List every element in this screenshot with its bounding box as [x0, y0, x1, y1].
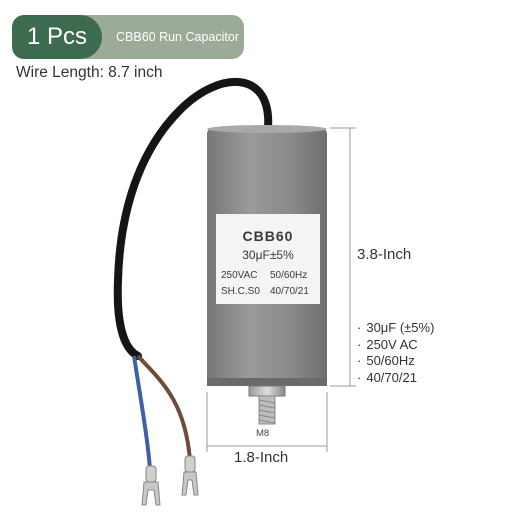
spade-terminal-blue — [141, 465, 161, 506]
width-dimension-label: 1.8-Inch — [234, 449, 289, 466]
black-cable — [113, 77, 273, 360]
spec-item: ·50/60Hz — [357, 353, 415, 368]
height-dimension-label: 3.8-Inch — [357, 246, 412, 263]
height-dimension-line — [330, 127, 356, 387]
hex-nut — [248, 385, 286, 397]
width-dimension-line — [206, 392, 328, 452]
label-voltage: 250VAC — [221, 270, 258, 281]
capacitor-label-sticker — [216, 214, 320, 304]
label-capacitance: 30μF±5% — [242, 248, 294, 262]
label-climatic: 40/70/21 — [270, 286, 309, 297]
quantity-label: 1 Pcs — [12, 15, 102, 59]
blue-wire — [132, 355, 152, 471]
spec-item: ·40/70/21 — [357, 369, 417, 385]
spec-list: ·30μF (±5%) ·250V AC ·50/60Hz ·40/70/21 — [357, 320, 434, 386]
product-title: CBB60 Run Capacitor — [116, 30, 239, 44]
brown-wire — [136, 354, 192, 461]
quantity-badge: 1 Pcs CBB60 Run Capacitor — [12, 15, 244, 59]
label-class: SH.C.S0 — [221, 286, 260, 297]
spec-item: ·250V AC — [357, 336, 418, 352]
wire-length-text: Wire Length: 8.7 inch — [16, 64, 163, 81]
label-frequency: 50/60Hz — [270, 270, 307, 281]
spec-item: ·30μF (±5%) — [357, 320, 435, 335]
label-model: CBB60 — [243, 228, 294, 244]
bolt-size-label: M8 — [256, 428, 270, 439]
spade-terminal-brown — [181, 455, 199, 496]
